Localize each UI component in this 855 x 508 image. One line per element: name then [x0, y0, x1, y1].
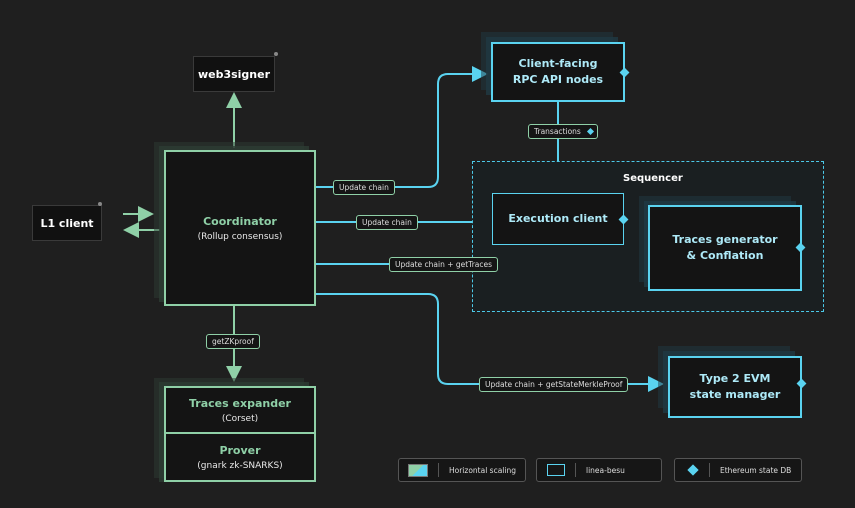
corner-dot [274, 52, 278, 56]
traces-generator-line2: & Conflation [686, 249, 764, 262]
coordinator-node: Coordinator (Rollup consensus) [164, 150, 316, 306]
edge-to-rpc [316, 66, 488, 188]
state-manager-line1: Type 2 EVM [699, 372, 771, 385]
edge-label-transactions: Transactions [528, 124, 598, 139]
legend-ethereum-state-db: Ethereum state DB [674, 458, 802, 482]
prover-node: Prover (gnark zk-SNARKS) [164, 432, 316, 482]
state-db-diamond-icon [586, 127, 594, 136]
prover-subtitle: (gnark zk-SNARKS) [197, 460, 283, 471]
edge-label-get-zk-proof: getZKproof [206, 334, 260, 349]
legend-divider [438, 463, 439, 477]
rpc-line1: Client-facing [518, 57, 598, 70]
execution-client-label: Execution client [508, 212, 608, 225]
transactions-label-text: Transactions [534, 127, 581, 136]
edge-label-update-chain-exec: Update chain [356, 215, 418, 230]
ethereum-state-db-label: Ethereum state DB [720, 465, 792, 475]
ethereum-state-db-icon [687, 464, 699, 476]
web3signer-node: web3signer [193, 56, 275, 92]
corner-dot [98, 202, 102, 206]
traces-expander-node: Traces expander (Corset) [164, 386, 316, 434]
traces-generator-line1: Traces generator [672, 233, 778, 246]
legend-divider [709, 463, 710, 477]
horizontal-scaling-icon [408, 463, 428, 477]
execution-client-node: Execution client [492, 193, 624, 245]
traces-expander-title: Traces expander [189, 396, 291, 410]
coordinator-title: Coordinator [203, 214, 277, 228]
rpc-line2: RPC API nodes [512, 73, 604, 86]
linea-besu-icon [547, 464, 565, 476]
edge-label-update-chain-traces: Update chain + getTraces [389, 257, 499, 272]
sequencer-label: Sequencer [623, 173, 683, 184]
edge-label-update-chain-rpc: Update chain [333, 180, 395, 195]
traces-expander-subtitle: (Corset) [221, 413, 259, 424]
state-manager-line2: state manager [689, 388, 781, 401]
coordinator-subtitle: (Rollup consensus) [197, 231, 283, 242]
state-manager-node: Type 2 EVM state manager [668, 356, 802, 418]
legend-horizontal-scaling: Horizontal scaling [398, 458, 526, 482]
l1-client-node: L1 client [32, 205, 102, 241]
rpc-nodes-node: Client-facing RPC API nodes [491, 42, 625, 102]
traces-generator-node: Traces generator & Conflation [648, 205, 802, 291]
linea-besu-label: linea-besu [586, 465, 625, 475]
legend-linea-besu: linea-besu [536, 458, 662, 482]
edge-label-update-chain-state: Update chain + getStateMerkleProof [479, 377, 629, 392]
edge-to-state-manager [316, 293, 664, 392]
legend-divider [575, 463, 576, 477]
prover-title: Prover [219, 443, 261, 457]
l1-client-label: L1 client [40, 216, 94, 230]
web3signer-label: web3signer [197, 67, 271, 81]
horizontal-scaling-label: Horizontal scaling [449, 465, 516, 475]
